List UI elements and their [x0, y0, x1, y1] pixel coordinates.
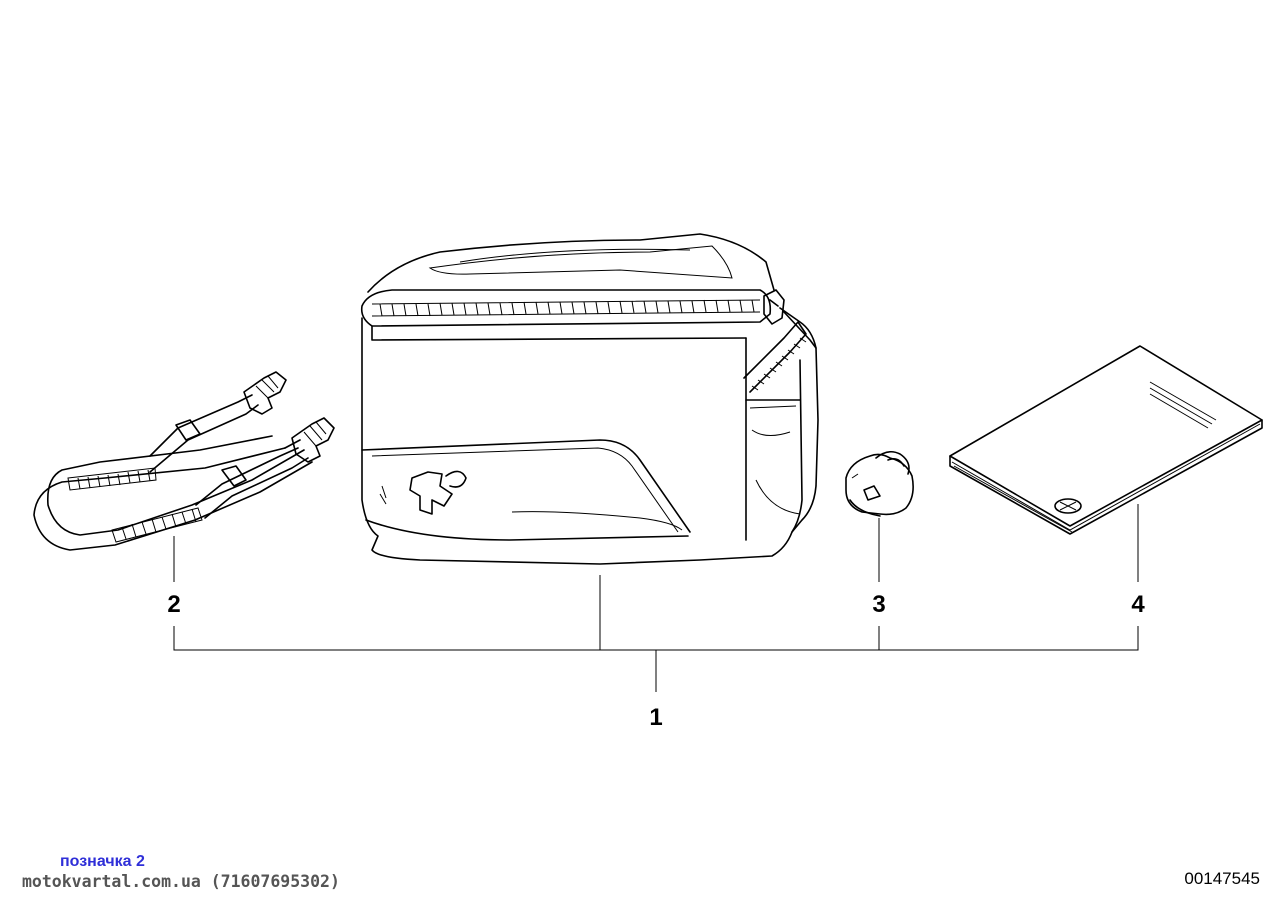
tank-bag-icon	[360, 233, 819, 565]
strap-icon	[33, 371, 335, 551]
callout-3: 3	[872, 591, 885, 618]
callout-2: 2	[167, 591, 180, 618]
key-fob-icon	[845, 450, 914, 517]
drawing-number: 00147545	[1184, 869, 1260, 888]
manual-booklet-icon	[949, 345, 1263, 535]
caption-site: motokvartal.com.ua (71607695302)	[22, 872, 340, 891]
leader-lines	[173, 504, 1139, 692]
callout-1: 1	[649, 704, 662, 731]
callout-4: 4	[1131, 591, 1145, 618]
caption-tag: позначка 2	[60, 853, 145, 870]
